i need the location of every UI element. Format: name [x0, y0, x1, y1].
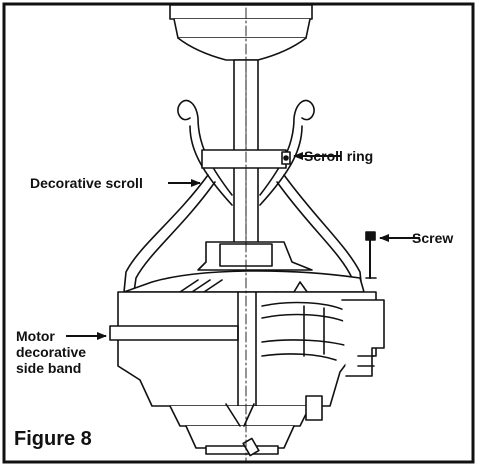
upper-housing [123, 241, 365, 293]
screw-part [365, 231, 377, 279]
decorative-scroll-label: Decorative scroll [30, 175, 143, 191]
motor-housing [109, 291, 385, 407]
decorative-scroll-right [259, 99, 363, 293]
ceiling-canopy [169, 4, 313, 61]
scroll-ring-label: Scroll ring [304, 148, 374, 164]
figure-caption: Figure 8 [14, 428, 92, 450]
bottom-fitter [169, 395, 323, 457]
screw-label: Screw [412, 230, 454, 246]
scroll-ring [201, 149, 291, 169]
motor-band-label-line3: side band [16, 360, 82, 376]
motor-band-label-line1: Motor [16, 328, 55, 344]
figure-frame [2, 2, 475, 464]
motor-band-label-line2: decorative [16, 344, 87, 360]
